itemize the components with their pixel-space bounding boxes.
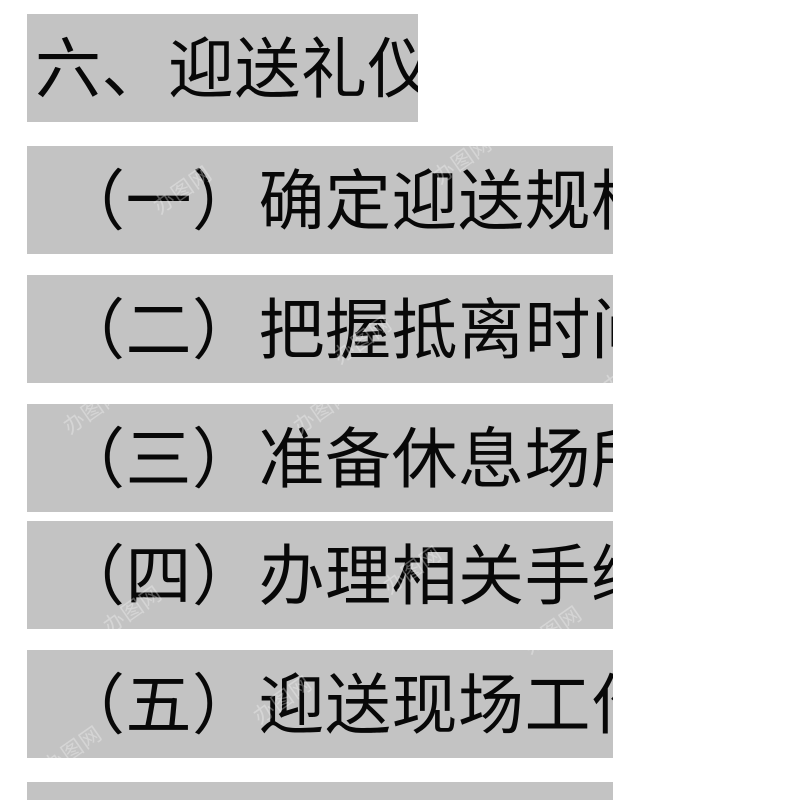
outline-item-row-clipped[interactable] bbox=[27, 782, 613, 800]
outline-heading-row[interactable]: 六、迎送礼仪 bbox=[27, 14, 418, 122]
outline-item-row[interactable]: （二）把握抵离时间 bbox=[27, 275, 613, 383]
outline-item-row[interactable]: （三）准备休息场所 bbox=[27, 404, 613, 512]
outline-item-label: （三）准备休息场所 bbox=[59, 424, 613, 497]
outline-item-label: （二）把握抵离时间 bbox=[59, 295, 613, 368]
outline-item-label: （五）迎送现场工作 bbox=[59, 670, 613, 743]
outline-item-row[interactable]: （一）确定迎送规格 bbox=[27, 146, 613, 254]
outline-heading-label: 六、迎送礼仪 bbox=[35, 34, 418, 107]
outline-item-row[interactable]: （五）迎送现场工作 bbox=[27, 650, 613, 758]
outline-item-label: （四）办理相关手续 bbox=[59, 541, 613, 614]
outline-item-row[interactable]: （四）办理相关手续 bbox=[27, 521, 613, 629]
outline-item-label: （一）确定迎送规格 bbox=[59, 166, 613, 239]
